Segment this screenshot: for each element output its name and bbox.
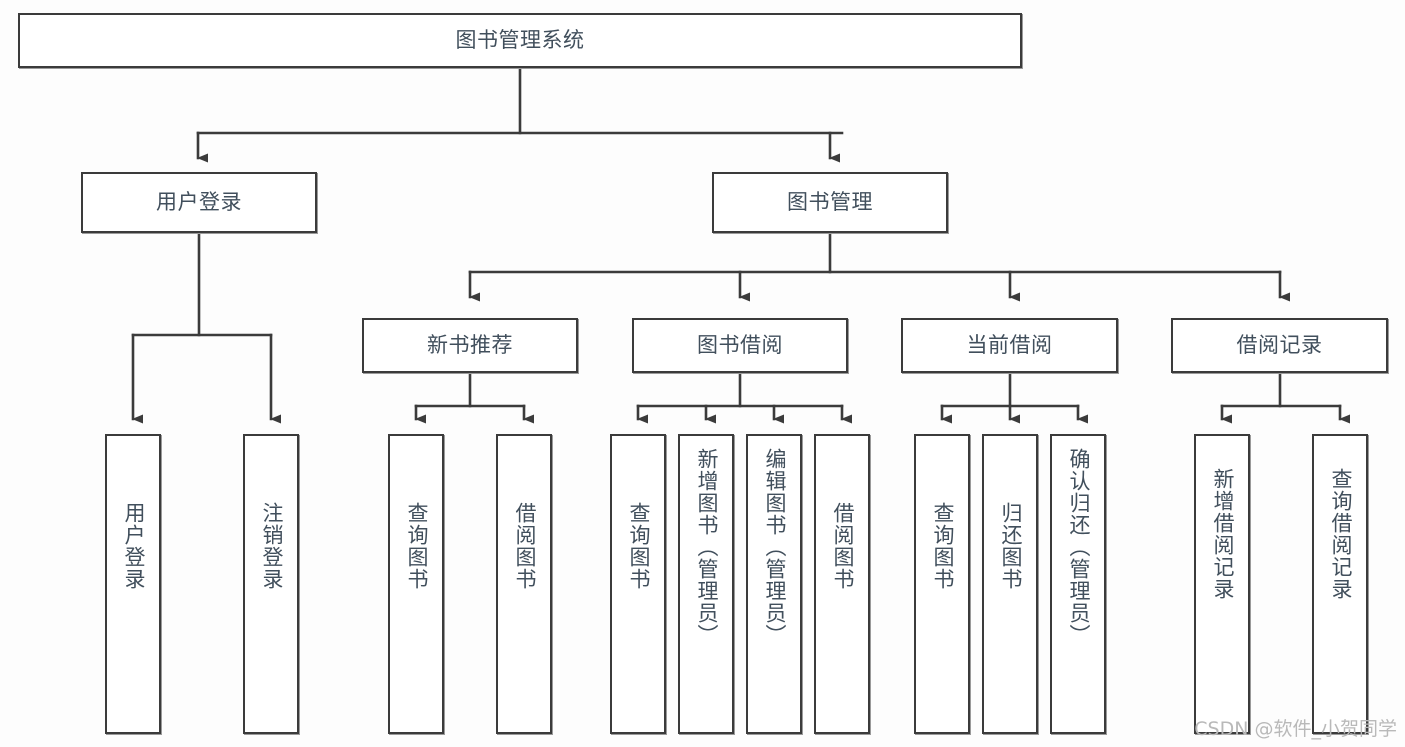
node-label: 用户登录: [156, 189, 242, 214]
node-leaf-add-borrow-record[interactable]: 新增借阅记录: [1194, 434, 1250, 734]
node-label: 确认归还（管理员）: [1066, 448, 1091, 646]
node-label: 图书借阅: [697, 332, 783, 357]
node-label: 新增图书（管理员）: [694, 448, 719, 646]
node-leaf-borrow-books[interactable]: 借阅图书: [814, 434, 870, 734]
node-book-borrowing[interactable]: 图书借阅: [632, 318, 848, 373]
node-leaf-borrow-books-recommend[interactable]: 借阅图书: [496, 434, 552, 734]
node-label: 新增借阅记录: [1210, 468, 1235, 600]
node-label: 查询图书: [626, 502, 651, 590]
node-user-login[interactable]: 用户登录: [81, 172, 317, 233]
node-label: 查询图书: [404, 502, 429, 590]
node-label: 新书推荐: [427, 332, 513, 357]
csdn-watermark: CSDN @软件_小贺同学: [1194, 718, 1397, 740]
node-label: 图书管理系统: [455, 27, 585, 52]
node-label: 借阅图书: [512, 502, 537, 590]
node-label: 图书管理: [787, 189, 873, 214]
node-leaf-return-books[interactable]: 归还图书: [982, 434, 1038, 734]
node-leaf-query-books-recommend[interactable]: 查询图书: [388, 434, 444, 734]
node-label: 查询借阅记录: [1328, 468, 1353, 600]
node-root-book-management-system[interactable]: 图书管理系统: [18, 13, 1022, 68]
node-label: 注销登录: [259, 502, 284, 590]
node-leaf-user-login[interactable]: 用户登录: [105, 434, 161, 734]
node-new-book-recommendation[interactable]: 新书推荐: [362, 318, 578, 373]
node-borrow-records[interactable]: 借阅记录: [1171, 318, 1388, 373]
node-label: 借阅记录: [1236, 332, 1323, 357]
node-leaf-query-borrow-record[interactable]: 查询借阅记录: [1312, 434, 1368, 734]
node-current-borrowing[interactable]: 当前借阅: [901, 318, 1118, 373]
node-book-management[interactable]: 图书管理: [712, 172, 948, 233]
node-leaf-query-books-borrow[interactable]: 查询图书: [610, 434, 666, 734]
node-leaf-logout[interactable]: 注销登录: [243, 434, 299, 734]
node-label: 编辑图书（管理员）: [762, 448, 787, 646]
node-leaf-query-books-current[interactable]: 查询图书: [914, 434, 970, 734]
node-leaf-edit-book-admin[interactable]: 编辑图书（管理员）: [746, 434, 802, 734]
node-label: 当前借阅: [966, 332, 1053, 357]
node-leaf-confirm-return-admin[interactable]: 确认归还（管理员）: [1050, 434, 1106, 734]
node-label: 归还图书: [998, 502, 1023, 590]
node-label: 查询图书: [930, 502, 955, 590]
node-leaf-add-book-admin[interactable]: 新增图书（管理员）: [678, 434, 734, 734]
node-label: 用户登录: [121, 502, 146, 590]
node-label: 借阅图书: [830, 502, 855, 590]
